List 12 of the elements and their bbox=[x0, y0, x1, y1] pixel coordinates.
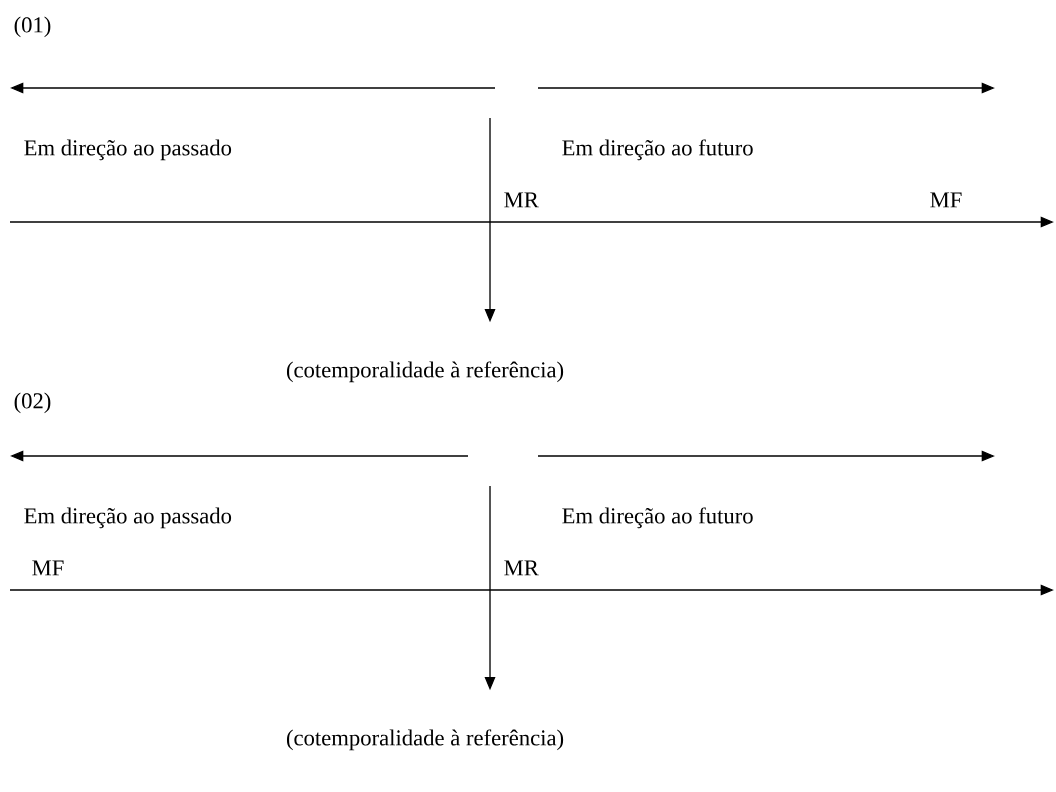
caption-text: (cotemporalidade à referência) bbox=[286, 361, 564, 383]
label-text: (01) bbox=[14, 16, 51, 38]
caption-text: (cotemporalidade à referência) bbox=[286, 729, 564, 751]
label-text: Em direção ao passado bbox=[24, 139, 232, 161]
label-text: MF bbox=[32, 560, 64, 576]
label-text: Em direção ao futuro bbox=[562, 139, 753, 161]
label-text: MR bbox=[504, 560, 539, 576]
label-text: (02) bbox=[14, 392, 51, 414]
label-text: Em direção ao passado bbox=[24, 507, 232, 529]
label-text: MR bbox=[504, 192, 539, 208]
label-text: MF bbox=[930, 192, 962, 208]
label-text: Em direção ao futuro bbox=[562, 507, 753, 529]
